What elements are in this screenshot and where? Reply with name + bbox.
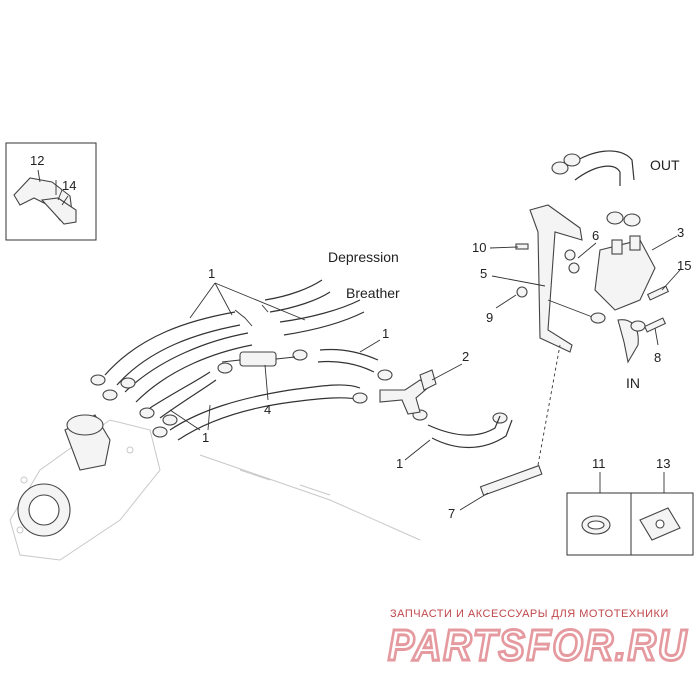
watermark-brand: PARTSFOR.RU xyxy=(388,621,688,670)
callout-12: 12 xyxy=(30,153,44,168)
out-hose xyxy=(551,150,641,227)
hose-short xyxy=(427,415,513,449)
callout-8: 8 xyxy=(654,350,661,365)
callout-7: 7 xyxy=(448,506,455,521)
callout-11: 11 xyxy=(592,456,606,471)
inline-fitting xyxy=(221,351,296,367)
detail-box-13 xyxy=(630,492,694,556)
label-breather: Breather xyxy=(346,285,400,301)
watermark-tagline: ЗАПЧАСТИ И АКСЕССУАРЫ ДЛЯ МОТОТЕХНИКИ xyxy=(390,608,669,620)
bracket xyxy=(529,204,596,353)
callout-1-upper: 1 xyxy=(208,266,215,281)
callout-1-short: 1 xyxy=(396,456,403,471)
callout-15: 15 xyxy=(677,258,691,273)
callout-5: 5 xyxy=(480,266,487,281)
callout-13: 13 xyxy=(656,456,670,471)
callout-1-lower: 1 xyxy=(202,430,209,445)
callout-1-middle: 1 xyxy=(382,326,389,341)
fuel-pump xyxy=(594,235,656,364)
callout-9: 9 xyxy=(486,310,493,325)
leader-lines xyxy=(55,180,681,511)
label-in: IN xyxy=(626,375,640,391)
label-depression: Depression xyxy=(328,249,399,265)
detail-box-clamp xyxy=(5,142,97,241)
tank-cover xyxy=(9,414,421,561)
label-out: OUT xyxy=(650,157,680,173)
callout-14: 14 xyxy=(62,178,76,193)
y-connector xyxy=(379,369,437,415)
detail-box-11 xyxy=(566,492,632,556)
callout-4: 4 xyxy=(264,402,271,417)
hose-pair-lower xyxy=(149,348,379,441)
callout-6: 6 xyxy=(592,228,599,243)
bolts xyxy=(515,243,670,333)
rod xyxy=(479,344,561,497)
hose-clamps xyxy=(90,349,508,438)
callout-2: 2 xyxy=(462,349,469,364)
hose-pair-upper xyxy=(104,279,365,403)
callout-3: 3 xyxy=(677,225,684,240)
callout-10: 10 xyxy=(472,240,486,255)
